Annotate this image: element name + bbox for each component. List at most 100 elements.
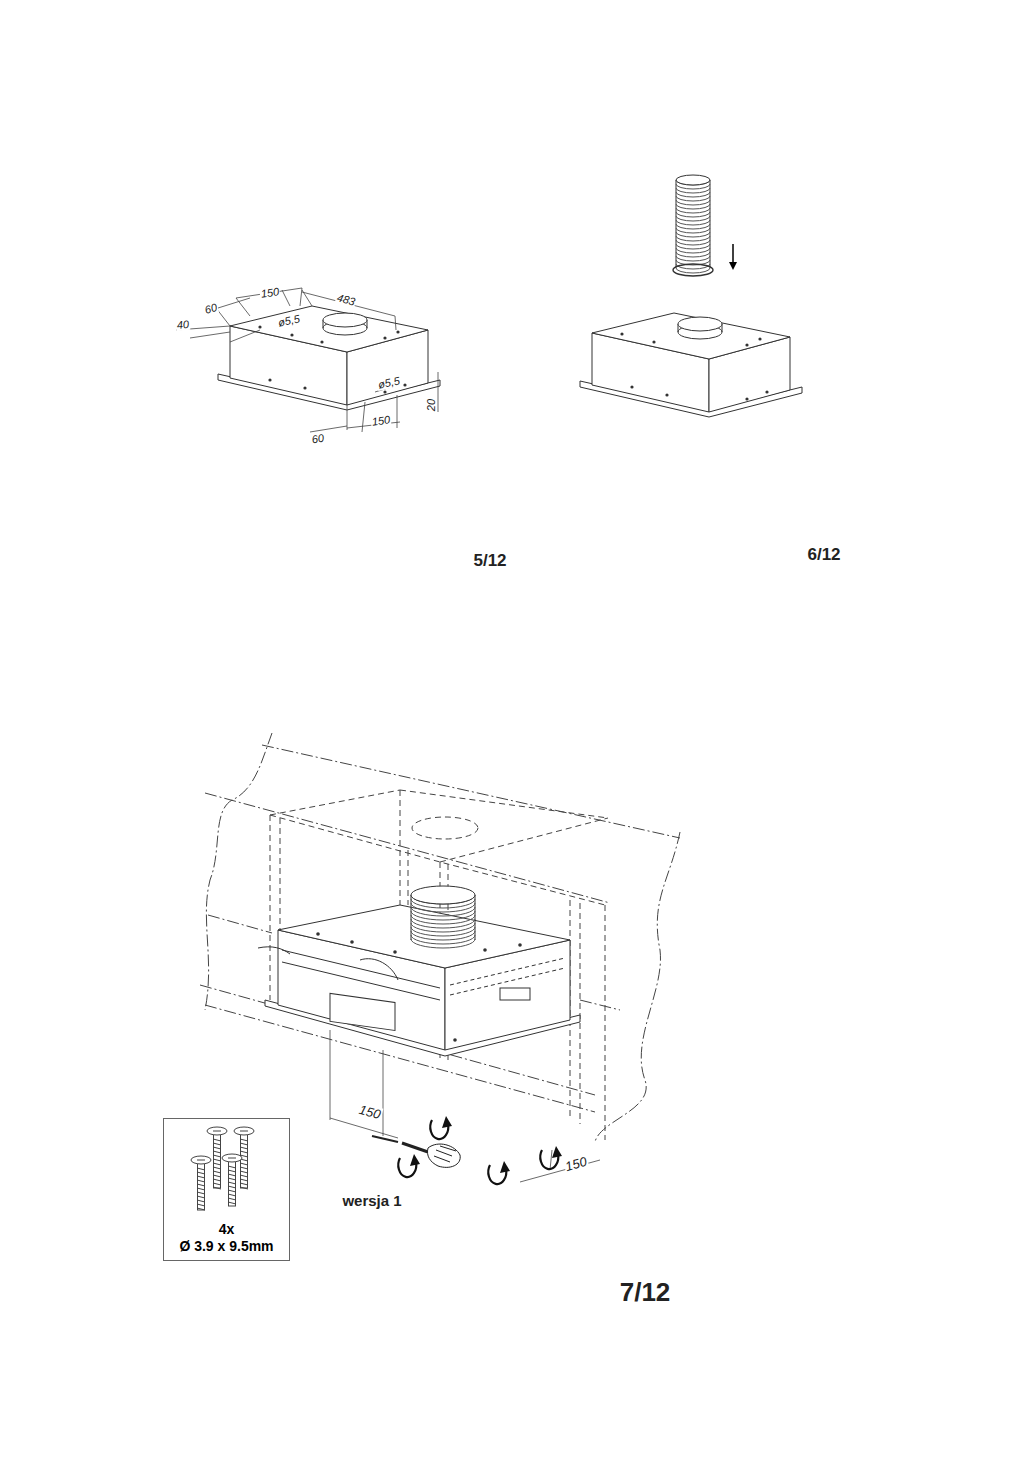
dimension-label: 40 <box>175 319 190 331</box>
rotation-arrows <box>552 1146 562 1158</box>
cabinet-outline <box>200 733 680 1142</box>
cabinet-opening <box>570 900 580 1124</box>
screw-set <box>213 1143 221 1145</box>
screw-set <box>197 1168 205 1170</box>
flexible-hose <box>676 208 710 213</box>
screw-set <box>213 1159 221 1161</box>
hood-box-hose <box>620 332 623 335</box>
flexible-hose <box>676 248 710 253</box>
screw-set <box>197 1180 205 1182</box>
dimension-label: 150 <box>357 1103 383 1122</box>
hood-box-hose <box>758 337 761 340</box>
screw-set <box>240 1167 248 1169</box>
dimension-lines <box>330 1118 398 1138</box>
screw-set <box>213 1171 221 1173</box>
hood-box-mounted <box>483 948 487 952</box>
hood-box-hose <box>678 317 722 331</box>
hood-box-mounted <box>518 943 522 947</box>
screw-set <box>213 1163 221 1165</box>
hood-box-dimensioned <box>438 372 439 412</box>
hood-box-hose <box>652 340 655 343</box>
hood-box-mounted <box>393 950 397 954</box>
screw-set <box>213 1139 221 1141</box>
rotation-arrows <box>442 1116 452 1128</box>
dimension-label: 20 <box>426 398 437 412</box>
flexible-hose <box>411 931 475 940</box>
flexible-hose <box>676 192 710 197</box>
flexible-hose <box>676 204 710 209</box>
flexible-hose <box>411 927 475 936</box>
hood-box-dimensioned <box>303 386 306 389</box>
hood-box-mounted <box>278 905 570 968</box>
flexible-hose <box>676 175 710 185</box>
flexible-hose <box>676 244 710 249</box>
hood-box-mounted <box>258 947 398 980</box>
screw-set <box>197 1196 205 1198</box>
hood-box-hose <box>745 343 748 346</box>
screw-set <box>197 1184 205 1186</box>
screw-set <box>213 1183 221 1185</box>
arrow <box>732 244 734 264</box>
hood-box-mounted <box>282 950 440 1000</box>
flexible-hose <box>411 935 475 944</box>
figure-number: 5/12 <box>473 552 506 569</box>
flexible-hose <box>676 180 710 268</box>
dimension-label: 483 <box>335 292 358 308</box>
hood-box-hose <box>620 332 768 400</box>
flexible-hose <box>676 256 710 261</box>
screw-set <box>228 1174 236 1176</box>
screw-set <box>213 1187 221 1189</box>
screw-and-screwdriver <box>434 1146 456 1162</box>
hood-box-hose <box>745 397 748 400</box>
screw-set <box>240 1151 248 1153</box>
cabinet-opening <box>270 790 608 1140</box>
screw-kit-box: 4xØ 3.9 x 9.5mm <box>163 1118 290 1261</box>
screw-set <box>240 1179 248 1181</box>
screw-set <box>197 1176 205 1178</box>
flexible-hose <box>411 923 475 932</box>
cabinet-opening <box>270 815 605 905</box>
cabinet-opening <box>400 790 408 905</box>
hood-box-dimensioned <box>323 313 367 327</box>
screw-set <box>198 1163 205 1210</box>
rotation-arrows <box>500 1161 510 1173</box>
dimension-label: 150 <box>563 1154 589 1173</box>
hose-clamp <box>673 264 713 276</box>
hood-box-dimensioned <box>396 330 399 333</box>
screw-set <box>222 1154 242 1162</box>
screw-set <box>228 1186 236 1188</box>
hood-box-dimensioned <box>300 288 396 330</box>
hood-box-hose <box>630 385 633 388</box>
screw-set <box>207 1127 227 1135</box>
dimension-label: 150 <box>370 414 392 428</box>
hood-box-dimensioned <box>383 390 386 393</box>
screw-set <box>213 1151 221 1153</box>
figure-number: 7/12 <box>620 1279 671 1305</box>
flexible-hose <box>676 212 710 217</box>
screw-set <box>241 1134 248 1188</box>
screw-set <box>191 1156 211 1164</box>
flexible-hose <box>676 236 710 241</box>
hood-box-dimensioned <box>258 325 406 393</box>
screw-set <box>213 1167 221 1169</box>
hood-box-hose <box>665 393 668 396</box>
screw-set <box>228 1198 236 1200</box>
screw-set <box>240 1187 248 1189</box>
screw-set <box>213 1147 221 1149</box>
hood-box-dimensioned <box>230 306 428 352</box>
screw-set <box>240 1131 248 1132</box>
screw-set <box>240 1183 248 1185</box>
screw-set <box>197 1172 205 1174</box>
arrow <box>729 262 737 270</box>
flexible-hose <box>411 915 475 924</box>
screw-and-screwdriver <box>427 1144 460 1167</box>
flexible-hose <box>676 224 710 229</box>
screw-set <box>191 1127 254 1210</box>
flexible-hose <box>676 268 710 273</box>
screw-set <box>228 1170 236 1172</box>
hood-box-dimensioned <box>347 395 397 432</box>
cabinet-outline <box>205 793 610 903</box>
screw-set <box>228 1158 236 1159</box>
hood-box-mounted <box>453 1038 457 1042</box>
